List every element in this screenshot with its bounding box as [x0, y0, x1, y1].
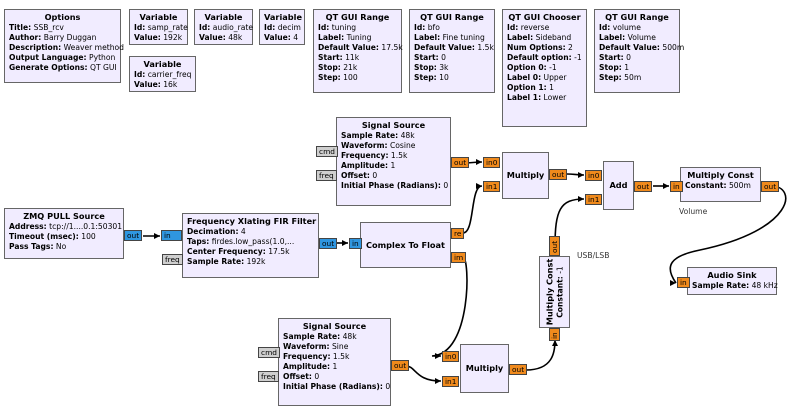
- multiply-bottom-block[interactable]: Multiply: [460, 344, 509, 393]
- add-out-port[interactable]: out: [634, 181, 653, 192]
- block-title: Multiply Const: [687, 170, 754, 180]
- filter-in-port[interactable]: in: [161, 230, 182, 241]
- signal-source-top-out-port[interactable]: out: [451, 157, 470, 168]
- block-title: QT GUI Range: [420, 12, 484, 22]
- wire-vol-to-sink: [669, 185, 787, 284]
- block-title: Variable: [264, 12, 303, 22]
- block-title: ZMQ PULL Source: [23, 211, 105, 221]
- wire-im-to-multb1: [431, 256, 468, 357]
- freq-xlating-fir-filter-block[interactable]: Frequency Xlating FIR Filter Decimation:…: [182, 213, 319, 278]
- block-title: Complex To Float: [366, 239, 445, 250]
- signal-source-cosine-block[interactable]: Signal Source Sample Rate: 48k Waveform:…: [336, 117, 451, 206]
- block-title: Audio Sink: [707, 270, 757, 280]
- block-title: QT GUI Range: [605, 12, 669, 22]
- multiply-bottom-in1-port[interactable]: in1: [442, 376, 460, 387]
- variable-samp-rate-block[interactable]: Variable Id: samp_rate Value: 192k: [129, 9, 188, 45]
- qt-gui-range-volume-block[interactable]: QT GUI Range Id: volume Label: Volume De…: [594, 9, 684, 93]
- wire-multb-to-mconst: [525, 339, 556, 371]
- qt-gui-chooser-block[interactable]: QT GUI Chooser Id: reverse Label: Sideba…: [502, 9, 587, 127]
- variable-audio-rate-block[interactable]: Variable Id: audio_rate Value: 48k: [194, 9, 253, 45]
- block-title: Variable: [204, 12, 243, 22]
- zmq-out-port[interactable]: out: [124, 230, 143, 241]
- signal-source-sine-block[interactable]: Signal Source Sample Rate: 48k Waveform:…: [278, 318, 391, 406]
- audio-sink-in-port[interactable]: in: [677, 277, 690, 288]
- block-title: Signal Source: [302, 321, 367, 331]
- block-title: QT GUI Chooser: [508, 12, 581, 22]
- multiply-bottom-out-port[interactable]: out: [509, 364, 528, 375]
- block-title: Signal Source: [361, 120, 426, 130]
- multiply-top-in0-port[interactable]: in0: [483, 157, 501, 168]
- audio-sink-block[interactable]: Audio Sink Sample Rate: 48 kHz: [687, 267, 778, 295]
- block-title: Options: [44, 12, 81, 22]
- multiply-const-sideband-out-port[interactable]: out: [549, 236, 560, 256]
- block-title: Variable: [139, 12, 178, 22]
- multiply-const-volume-in-port[interactable]: in: [670, 181, 683, 192]
- block-title: Multiply Const: [544, 258, 554, 326]
- zmq-pull-source-block[interactable]: ZMQ PULL Source Address: tcp://1....0.1:…: [4, 208, 124, 259]
- qt-gui-range-tuning-block[interactable]: QT GUI Range Id: tuning Label: Tuning De…: [313, 9, 403, 93]
- multiply-top-out-port[interactable]: out: [549, 169, 568, 180]
- volume-note: Volume: [679, 207, 708, 216]
- complex-to-float-block[interactable]: Complex To Float: [360, 222, 451, 268]
- variable-carrier-freq-block[interactable]: Variable Id: carrier_freq Value: 16k: [129, 56, 196, 92]
- block-title: Add: [609, 180, 628, 190]
- qt-gui-range-bfo-block[interactable]: QT GUI Range Id: bfo Label: Fine tuning …: [409, 9, 495, 93]
- add-in1-port[interactable]: in1: [585, 194, 603, 205]
- multiply-top-in1-port[interactable]: in1: [483, 181, 501, 192]
- filter-out-port[interactable]: out: [319, 238, 338, 249]
- c2f-im-port[interactable]: im: [451, 252, 467, 263]
- block-title: Multiply: [506, 170, 545, 180]
- block-title: Multiply: [465, 363, 504, 373]
- block-title: QT GUI Range: [325, 12, 390, 22]
- multiply-const-volume-out-port[interactable]: out: [761, 181, 780, 192]
- options-block[interactable]: Options Title: SSB_rcv Author: Barry Dug…: [4, 9, 124, 83]
- signal-source-bottom-out-port[interactable]: out: [391, 360, 410, 371]
- wire-re-to-mult1: [462, 185, 483, 234]
- multiply-const-sideband-in-port[interactable]: in: [549, 328, 560, 341]
- variable-decim-block[interactable]: Variable Id: decim Value: 4: [259, 9, 305, 45]
- filter-freq-port[interactable]: freq: [162, 254, 183, 265]
- c2f-re-port[interactable]: re: [451, 228, 465, 239]
- c2f-in-port[interactable]: in: [349, 238, 362, 249]
- add-block[interactable]: Add: [603, 161, 634, 210]
- block-title: Variable: [143, 59, 182, 69]
- add-in0-port[interactable]: in0: [585, 170, 603, 181]
- multiply-top-block[interactable]: Multiply: [502, 152, 549, 199]
- signal-source-bottom-cmd-port[interactable]: cmd: [258, 347, 280, 358]
- multiply-bottom-in0-port[interactable]: in0: [442, 351, 460, 362]
- multiply-const-sideband-block[interactable]: Multiply Const Constant: -1: [539, 256, 570, 328]
- usb-lsb-note: USB/LSB: [577, 251, 610, 260]
- signal-source-top-cmd-port[interactable]: cmd: [316, 146, 338, 157]
- block-title: Frequency Xlating FIR Filter: [187, 216, 317, 226]
- signal-source-bottom-freq-port[interactable]: freq: [258, 371, 279, 382]
- multiply-const-volume-block[interactable]: Multiply Const Constant: 500m: [680, 167, 761, 202]
- signal-source-top-freq-port[interactable]: freq: [316, 170, 337, 181]
